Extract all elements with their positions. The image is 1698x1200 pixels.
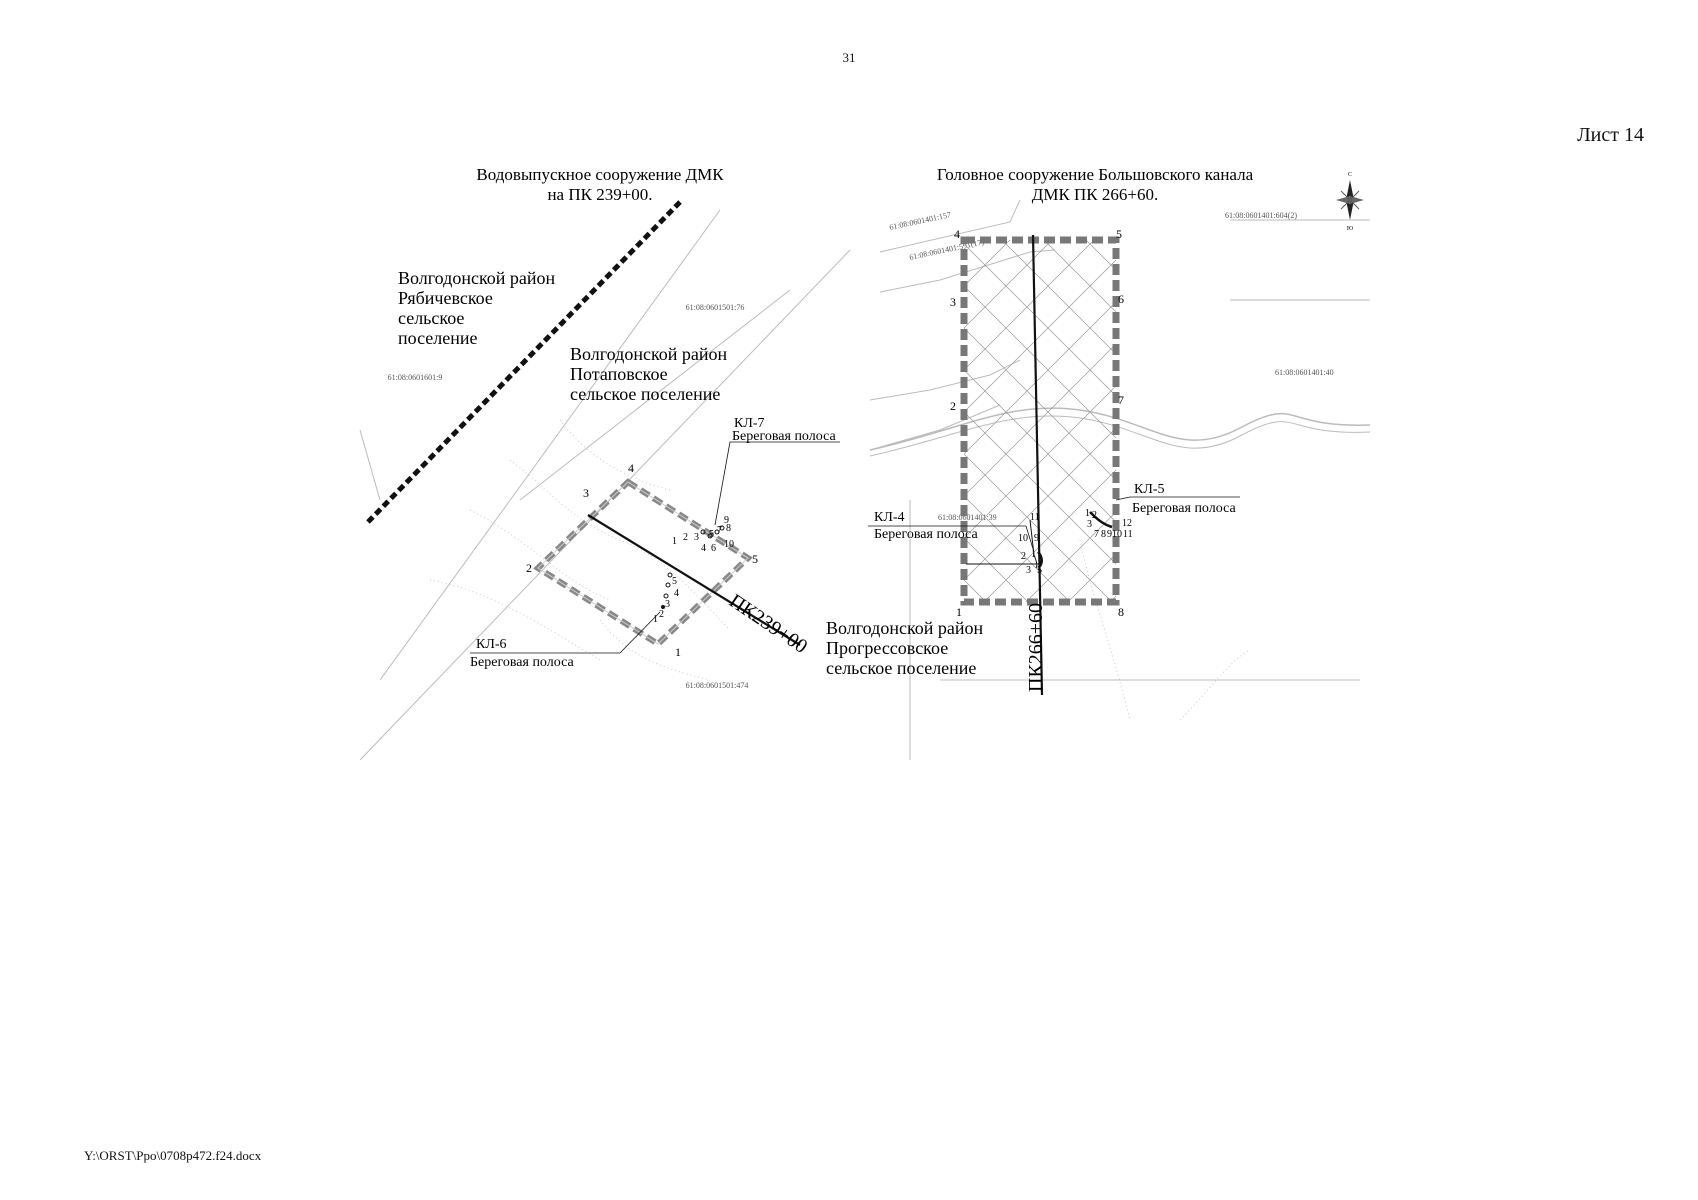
point-number: 1 [675, 645, 681, 659]
point-number: 4 [628, 461, 634, 475]
kl7-point-numbers: 1 2 3 4 5 6 7 8 9 10 [672, 515, 734, 554]
point-number: 1 [956, 605, 962, 619]
sheet-label: Лист 14 [1577, 124, 1644, 146]
region-label-ryabichevskoe: Волгодонской район Рябичевское сельское … [398, 268, 556, 348]
compass-north: С [1348, 172, 1352, 178]
svg-text:Прогрессовское: Прогрессовское [826, 638, 948, 658]
svg-text:11: 11 [1123, 529, 1133, 540]
point-number: 2 [526, 561, 532, 575]
left-plan-map: Водовыпускное сооружение ДМК на ПК 239+0… [359, 165, 851, 761]
point-number: 8 [1118, 605, 1124, 619]
left-map-title-line1: Водовыпускное сооружение ДМК [476, 165, 724, 184]
svg-text:6: 6 [711, 543, 716, 554]
left-map-title-line2: на ПК 239+00. [547, 185, 652, 204]
svg-text:5: 5 [1037, 565, 1042, 576]
page-number: 31 [842, 50, 856, 65]
work-zone-boundary [533, 478, 753, 648]
svg-text:4: 4 [701, 543, 706, 554]
canal-axis-line [587, 514, 801, 646]
work-zone-inner [537, 481, 749, 645]
svg-text:9: 9 [1107, 529, 1112, 540]
point-number: 3 [583, 486, 589, 500]
point-number: 3 [950, 295, 956, 309]
svg-text:Волгодонской район: Волгодонской район [570, 344, 728, 364]
svg-text:сельское поселение: сельское поселение [570, 384, 720, 404]
kl4-callout: КЛ-4 Береговая полоса [868, 510, 1035, 553]
region-label-progressovskoe: Волгодонской район Прогрессовское сельск… [826, 618, 984, 678]
svg-text:8: 8 [726, 523, 731, 534]
compass-south: Ю [1347, 226, 1353, 232]
kl4-point-numbers: 11 10 9 2 1 3 5 [966, 512, 1043, 576]
kl5-callout: КЛ-5 Береговая полоса [1115, 482, 1240, 516]
svg-text:2: 2 [1021, 551, 1026, 562]
svg-text:2: 2 [659, 609, 664, 620]
svg-text:1: 1 [1031, 549, 1036, 560]
svg-text:10: 10 [724, 539, 734, 550]
region-label-potapovskoe: Волгодонской район Потаповское сельское … [570, 344, 728, 404]
point-number: 2 [950, 399, 956, 413]
right-map-title-line1: Головное сооружение Большовского канала [937, 165, 1254, 184]
svg-text:11: 11 [1030, 512, 1040, 523]
svg-text:7: 7 [717, 525, 722, 536]
parcel-label: 61:08:0601501:474 [686, 681, 749, 690]
svg-text:поселение: поселение [398, 328, 478, 348]
parcel-label: 61:08:0601401:40 [1275, 368, 1334, 377]
svg-text:Волгодонской район: Волгодонской район [826, 618, 984, 638]
svg-text:сельское: сельское [398, 308, 464, 328]
svg-text:3: 3 [665, 599, 670, 610]
svg-text:Потаповское: Потаповское [570, 364, 668, 384]
svg-text:1: 1 [653, 614, 658, 625]
svg-text:Рябичевское: Рябичевское [398, 288, 493, 308]
pk-label: ПК239+00 [725, 590, 811, 658]
kl6-callout: КЛ-6 Береговая полоса [470, 611, 661, 670]
point-number: 6 [1118, 292, 1124, 306]
svg-text:2: 2 [683, 532, 688, 543]
kl4-name: КЛ-4 [874, 510, 905, 525]
svg-text:сельское поселение: сельское поселение [826, 658, 976, 678]
point-number: 7 [1118, 393, 1124, 407]
pk-label: ПК266+60 [1025, 603, 1047, 692]
svg-text:5: 5 [672, 576, 677, 587]
svg-text:4: 4 [674, 588, 679, 599]
svg-text:3: 3 [1026, 565, 1031, 576]
svg-text:10: 10 [1018, 533, 1028, 544]
point-number: 5 [1116, 227, 1122, 241]
svg-text:10: 10 [1112, 529, 1122, 540]
kl6-desc: Береговая полоса [470, 655, 574, 670]
kl5-name: КЛ-5 [1134, 482, 1165, 497]
svg-text:5: 5 [709, 529, 714, 540]
kl7-desc: Береговая полоса [732, 429, 836, 444]
svg-text:12: 12 [1122, 518, 1132, 529]
svg-text:3: 3 [694, 532, 699, 543]
parcel-label: 61:08:0601401:604(2) [1225, 211, 1297, 220]
kl5-desc: Береговая полоса [1132, 501, 1236, 516]
svg-text:9: 9 [724, 515, 729, 526]
parcel-label: 61:08:0601401:157 [889, 210, 952, 232]
point-number: 5 [752, 552, 758, 566]
kl5-point-numbers: 1 2 3 7 8 9 10 11 12 [1085, 508, 1133, 540]
kl6-name: КЛ-6 [476, 637, 507, 652]
right-plan-map: Головное сооружение Большовского канала … [826, 165, 1371, 760]
svg-text:1: 1 [672, 536, 677, 547]
canal-axis-line [1031, 234, 1044, 696]
footer-file-path: Y:\ORST\Ppo\0708p472.f24.docx [84, 1148, 262, 1163]
kl7-callout: КЛ-7 Береговая полоса [714, 416, 840, 526]
compass-rose-icon: С Ю [1336, 172, 1364, 232]
parcel-label: 61:08:0601601:9 [388, 373, 443, 382]
svg-text:Волгодонской район: Волгодонской район [398, 268, 556, 288]
svg-text:3: 3 [1087, 519, 1092, 530]
svg-text:2: 2 [1092, 510, 1097, 521]
kl6-point-numbers: 5 4 3 2 1 [653, 572, 679, 625]
right-map-title-line2: ДМК ПК 266+60. [1032, 185, 1159, 204]
kl4-desc: Береговая полоса [874, 527, 978, 542]
svg-text:9: 9 [1034, 533, 1039, 544]
svg-text:8: 8 [1101, 529, 1106, 540]
svg-text:1: 1 [1085, 508, 1090, 519]
svg-text:7: 7 [1094, 529, 1099, 540]
kl7-name: КЛ-7 [734, 416, 765, 431]
settlement-boundary [366, 200, 682, 524]
parcel-label: 61:08:0601501:76 [686, 303, 745, 312]
point-number: 4 [954, 227, 960, 241]
